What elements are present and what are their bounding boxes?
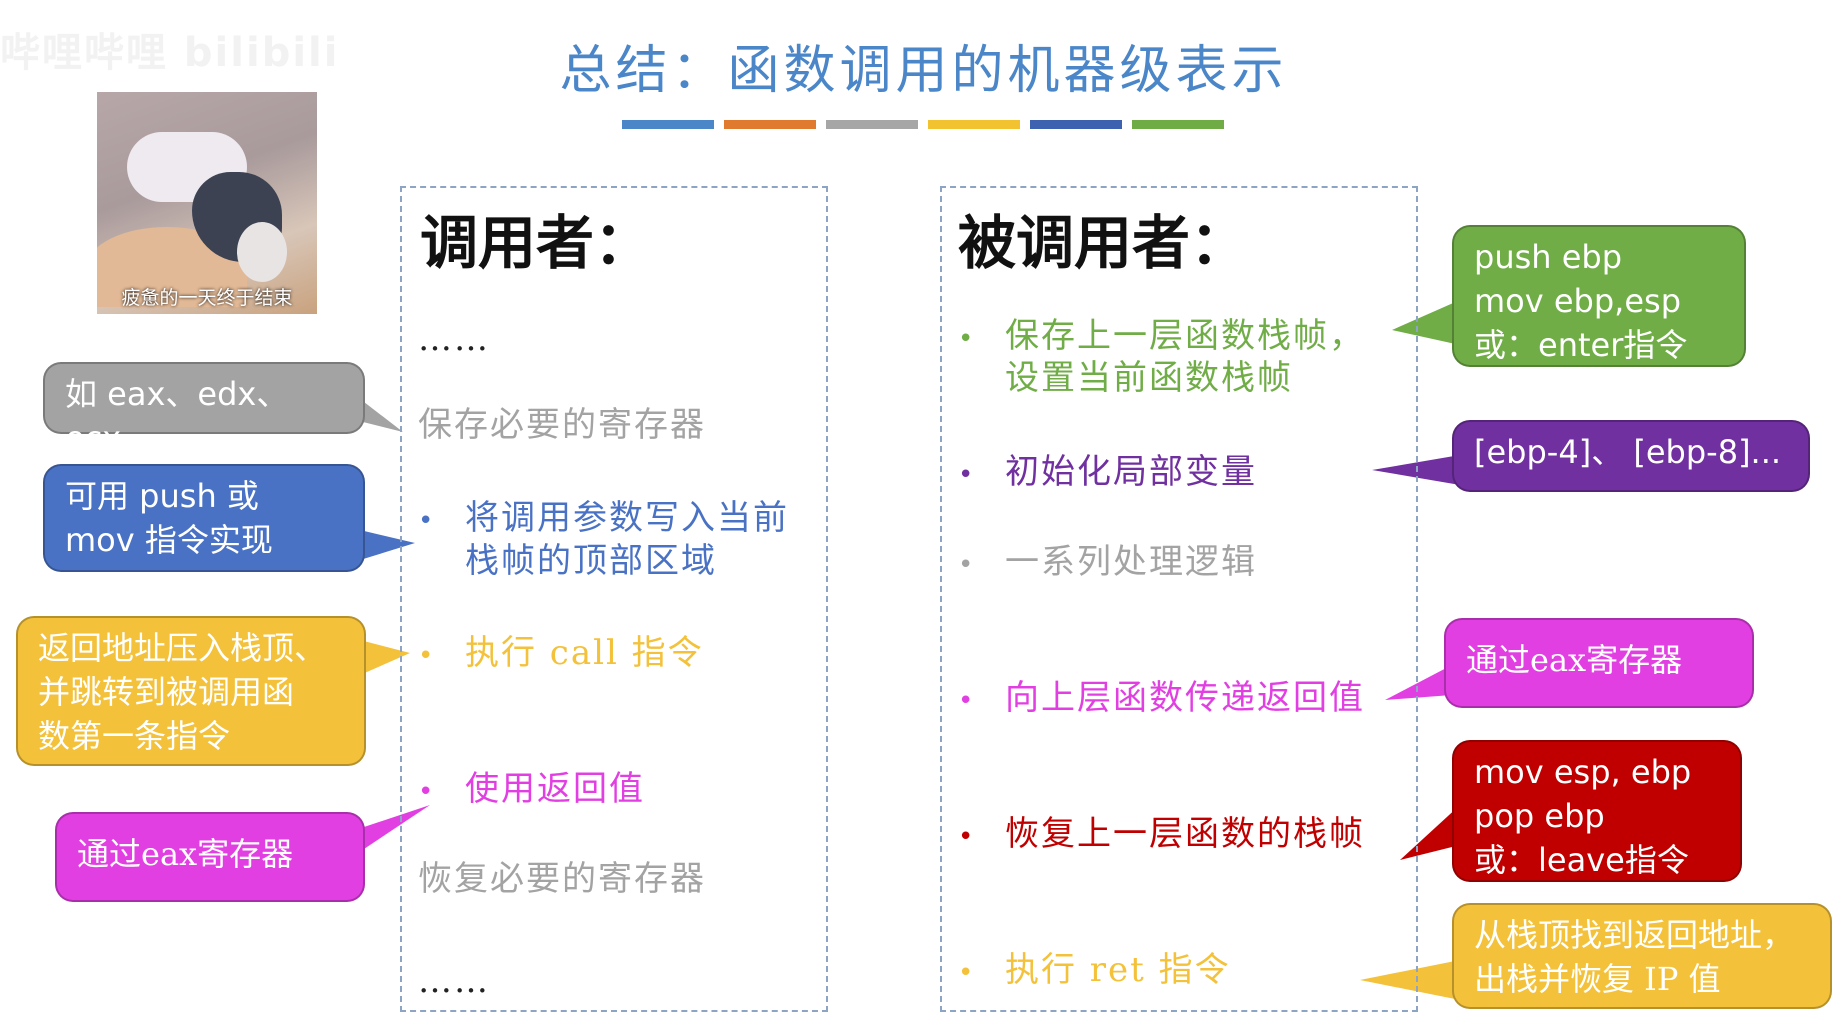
tail-leave	[1400, 805, 1460, 860]
title-stripe-4	[928, 120, 1020, 129]
callout-leave-line-3: 或：leave指令	[1474, 841, 1689, 879]
callout-locals: [ebp-4]、 [ebp-8]...	[1452, 420, 1810, 492]
callee-save-frame-1: 保存上一层函数栈帧，	[1005, 316, 1365, 356]
tail-eax-left	[355, 805, 430, 855]
callout-leave-line-1: mov esp, ebp	[1474, 753, 1692, 791]
callout-call-desc: 返回地址压入栈顶、 并跳转到被调用函 数第一条指令	[16, 616, 366, 766]
callee-bullet-logic: •	[958, 550, 974, 580]
caller-bullet-return: •	[418, 777, 434, 807]
callout-regs-example: 如 eax、edx、ecx	[43, 362, 365, 457]
callout-ret-line-1: 从栈顶找到返回地址，	[1474, 916, 1795, 954]
callee-bullet-ret: •	[958, 958, 974, 988]
callee-restore-frame: 恢复上一层函数的栈帧	[1005, 814, 1365, 854]
caller-write-params-1: 将调用参数写入当前	[465, 498, 789, 538]
caller-exec-call: 执行 call 指令	[465, 633, 704, 673]
callee-bullet-frame: •	[958, 324, 974, 354]
caller-ellipsis-top: ……	[418, 319, 490, 359]
caller-heading: 调用者：	[420, 209, 653, 277]
callee-pass-return: 向上层函数传递返回值	[1005, 678, 1365, 718]
callout-eax-left: 通过eax寄存器	[55, 812, 365, 902]
title-stripe-2	[724, 120, 816, 129]
title-stripe-1	[622, 120, 714, 129]
caller-use-return: 使用返回值	[465, 769, 645, 809]
callout-push-mov-line-2: mov 指令实现	[65, 521, 273, 559]
callout-enter: push ebp mov ebp,esp 或：enter指令	[1452, 225, 1746, 367]
title-stripe-3	[826, 120, 918, 129]
callee-bullet-locals: •	[958, 460, 974, 490]
title-stripe-5	[1030, 120, 1122, 129]
callout-ret: 从栈顶找到返回地址， 出栈并恢复 IP 值	[1452, 903, 1832, 1009]
tail-ret	[1360, 960, 1460, 1000]
tail-push-mov	[360, 530, 415, 560]
callout-call-desc-line-3: 数第一条指令	[38, 717, 231, 755]
callee-exec-ret: 执行 ret 指令	[1005, 950, 1231, 990]
caller-write-params-2: 栈帧的顶部区域	[465, 541, 717, 581]
caller-ellipsis-bottom: ……	[418, 961, 490, 1001]
callee-panel	[940, 186, 1418, 1012]
callout-ret-line-2: 出栈并恢复 IP 值	[1474, 960, 1721, 998]
callout-push-mov: 可用 push 或 mov 指令实现	[43, 464, 365, 572]
callout-call-desc-line-1: 返回地址压入栈顶、	[38, 629, 327, 667]
meme-image: 疲惫的一天终于结束	[97, 92, 317, 314]
callout-eax-right-text: 通过eax寄存器	[1466, 641, 1683, 679]
caller-save-regs: 保存必要的寄存器	[418, 405, 706, 445]
meme-cat-belly	[237, 222, 287, 282]
title-stripe-6	[1132, 120, 1224, 129]
callout-regs-example-text: 如 eax、edx、ecx	[65, 375, 289, 457]
tail-regs-example	[355, 395, 403, 432]
callout-enter-line-1: push ebp	[1474, 238, 1623, 276]
callout-enter-line-3: 或：enter指令	[1474, 326, 1688, 364]
tail-call-desc	[360, 640, 410, 675]
caller-bullet-params: •	[418, 506, 434, 536]
callout-enter-line-2: mov ebp,esp	[1474, 282, 1682, 320]
tail-eax-right	[1385, 665, 1452, 700]
caller-bullet-call: •	[418, 641, 434, 671]
bilibili-watermark: 哔哩哔哩 bilibili	[0, 30, 340, 76]
callout-eax-left-text: 通过eax寄存器	[77, 835, 294, 873]
callout-locals-text: [ebp-4]、 [ebp-8]...	[1474, 433, 1782, 471]
caller-panel	[400, 186, 828, 1012]
meme-caption: 疲惫的一天终于结束	[121, 287, 293, 309]
callee-heading: 被调用者：	[958, 209, 1249, 277]
callout-leave-line-2: pop ebp	[1474, 797, 1605, 835]
callout-call-desc-line-2: 并跳转到被调用函	[38, 673, 295, 711]
callee-init-locals: 初始化局部变量	[1005, 452, 1257, 492]
callout-push-mov-line-1: 可用 push 或	[65, 477, 259, 515]
caller-restore-regs: 恢复必要的寄存器	[418, 859, 706, 899]
tail-enter	[1392, 300, 1460, 345]
callee-save-frame-2: 设置当前函数栈帧	[1005, 358, 1293, 398]
callee-logic: 一系列处理逻辑	[1005, 542, 1257, 582]
callee-bullet-restore: •	[958, 822, 974, 852]
callee-bullet-return: •	[958, 686, 974, 716]
callout-eax-right: 通过eax寄存器	[1444, 618, 1754, 708]
slide-title: 总结：函数调用的机器级表示	[559, 41, 1288, 101]
callout-leave: mov esp, ebp pop ebp 或：leave指令	[1452, 740, 1742, 882]
